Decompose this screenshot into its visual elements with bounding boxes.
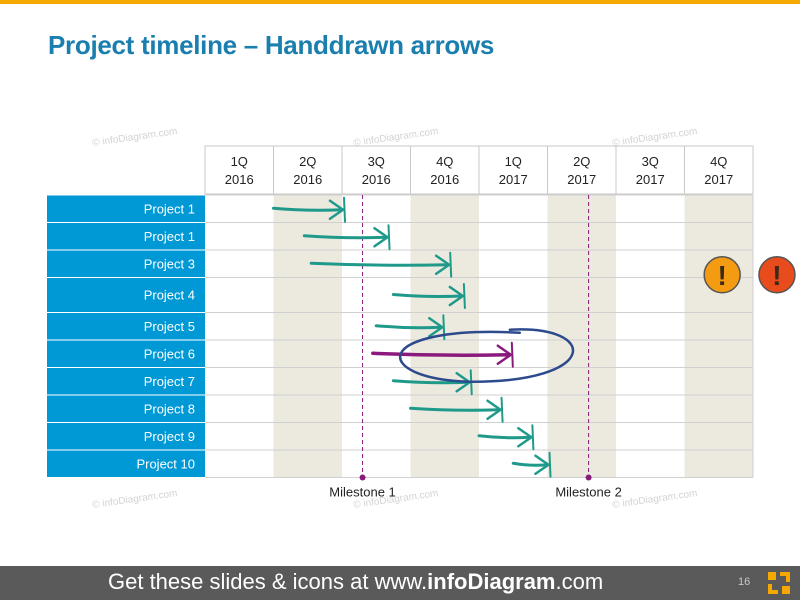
header-quarter-label: 4Q <box>710 154 727 169</box>
header-quarter-label: 1Q <box>231 154 248 169</box>
timeline-arrow-shaft <box>302 234 389 240</box>
row-label: Project 9 <box>144 429 195 444</box>
timeline-arrow-head <box>373 227 389 248</box>
row-label-cell <box>47 223 205 250</box>
header-year-label: 2017 <box>636 172 665 187</box>
row-label: Project 6 <box>144 346 195 361</box>
timeline-arrow-head <box>496 344 513 365</box>
row-label: Project 4 <box>144 288 195 303</box>
footer-text-suffix: .com <box>555 569 604 594</box>
row-label: Project 1 <box>144 229 195 244</box>
header-cell <box>547 145 617 195</box>
timeline-arrow-tick <box>449 251 453 278</box>
row-label-cell <box>47 340 205 367</box>
timeline-arrow-shaft <box>374 324 443 330</box>
timeline-arrow-shaft <box>477 434 532 440</box>
header-cell <box>684 145 754 195</box>
row-label-cell <box>47 395 205 422</box>
row-label-cell <box>47 250 205 277</box>
timeline-arrow-shaft <box>391 293 464 298</box>
timeline-arrow-shaft <box>309 261 450 267</box>
row-label: Project 7 <box>144 374 195 389</box>
shaded-column <box>273 195 342 478</box>
milestone-marker <box>585 474 592 481</box>
timeline-arrow-shaft <box>511 461 549 467</box>
header-year-label: 2016 <box>293 172 322 187</box>
row-label-cell <box>47 313 205 340</box>
shaded-column <box>684 195 753 478</box>
row-label-cell <box>47 423 205 450</box>
header-year-label: 2016 <box>225 172 254 187</box>
timeline-arrow-tick <box>343 196 346 223</box>
header-year-label: 2016 <box>362 172 391 187</box>
timeline-arrow-tick <box>462 283 466 309</box>
row-label-cell <box>47 450 205 477</box>
row-label-cell <box>47 368 205 395</box>
timeline-arrow-head <box>428 317 444 338</box>
timeline-arrow-head <box>448 285 465 307</box>
timeline-arrow-tick <box>510 341 514 368</box>
gantt-chart: 1Q 2016 2Q 2016 3Q 2016 4Q 2016 1Q 2017 2Q 2017 3Q 20… <box>47 145 796 500</box>
header-cell <box>478 145 548 195</box>
timeline-arrow-shaft <box>409 406 502 412</box>
warning-icon <box>703 256 741 294</box>
header-quarter-label: 3Q <box>642 154 659 169</box>
page-number: 16 <box>738 576 751 588</box>
timeline-arrow-head <box>517 427 533 448</box>
row-label-cell <box>47 195 205 222</box>
header-quarter-label: 2Q <box>573 154 590 169</box>
timeline-arrow-tick <box>387 224 391 251</box>
header-quarter-label: 2Q <box>299 154 316 169</box>
top-accent-bar <box>0 0 800 4</box>
row-label: Project 5 <box>144 319 195 334</box>
infodiagram-logo-icon <box>768 572 790 594</box>
header-year-label: 2017 <box>499 172 528 187</box>
slide-title: Project timeline – Handdrawn arrows <box>48 30 495 60</box>
timeline-arrow-head <box>534 454 550 475</box>
header-cell <box>204 145 274 195</box>
warning-icon <box>758 256 796 294</box>
footer-bar: Get these slides & icons at www.infoDiag… <box>0 566 800 600</box>
timeline-arrow-head <box>434 254 451 275</box>
header-year-label: 2017 <box>567 172 596 187</box>
warning-icon-symbol: ! <box>772 260 781 291</box>
header-quarter-label: 4Q <box>436 154 453 169</box>
footer-text-prefix: Get these slides & icons at www. <box>108 569 428 594</box>
header-cell <box>615 145 685 195</box>
timeline-arrow-head <box>486 399 502 420</box>
milestone-label: Milestone 1 <box>329 485 395 500</box>
header-year-label: 2016 <box>430 172 459 187</box>
timeline-arrow-shaft <box>371 351 512 357</box>
warning-icon-symbol: ! <box>718 260 727 291</box>
timeline-arrow-shaft <box>272 206 344 212</box>
footer-brand: infoDiagram <box>427 569 556 594</box>
highlight-circle <box>398 328 575 384</box>
row-label: Project 3 <box>144 256 195 271</box>
milestone-marker <box>359 474 366 481</box>
timeline-arrow-head <box>328 199 345 220</box>
row-label: Project 10 <box>136 456 195 471</box>
row-label: Project 1 <box>144 201 195 216</box>
timeline-arrow-tick <box>500 396 504 423</box>
timeline-arrow-tick <box>548 451 552 478</box>
header-year-label: 2017 <box>704 172 733 187</box>
header-quarter-label: 1Q <box>505 154 522 169</box>
milestone-label: Milestone 2 <box>555 485 621 500</box>
row-label-cell <box>47 278 205 312</box>
footer-link-text[interactable]: Get these slides & icons at www.infoDiag… <box>108 569 603 595</box>
timeline-arrow-tick <box>531 424 535 451</box>
row-label: Project 8 <box>144 401 195 416</box>
header-quarter-label: 3Q <box>368 154 385 169</box>
